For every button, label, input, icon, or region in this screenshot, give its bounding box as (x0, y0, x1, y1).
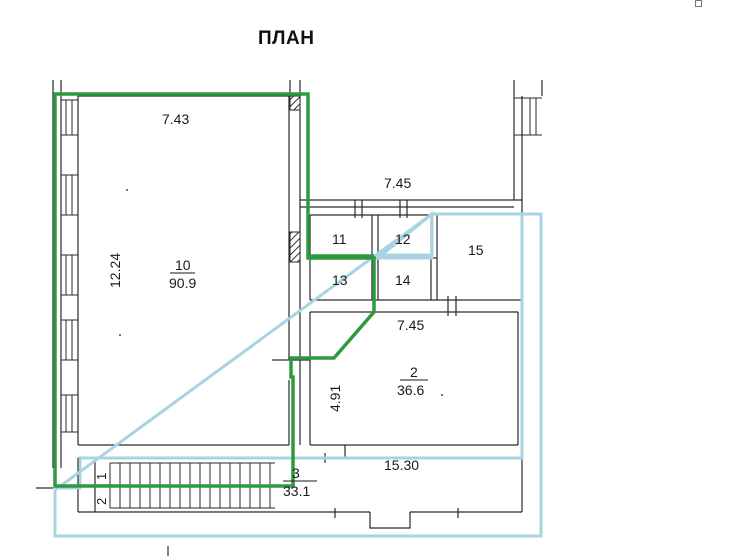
green-outline-area (53, 92, 376, 488)
room-10-area: 90.9 (169, 275, 196, 291)
room-11-label: 11 (332, 231, 347, 247)
door-marks (167, 200, 459, 556)
hatched-column-middle (289, 231, 301, 263)
plan-dot (441, 394, 443, 396)
left-windows (61, 99, 78, 433)
room-2-number: 2 (410, 364, 418, 380)
dimension-left-vertical: 12.24 (107, 253, 123, 288)
dimension-corridor: 15.30 (384, 457, 419, 473)
room-3-area: 33.1 (283, 483, 310, 499)
dimension-top-right: 7.45 (384, 175, 411, 191)
hatched-column-top (289, 95, 301, 111)
room-13-label: 13 (332, 272, 348, 288)
room-12-label: 12 (395, 231, 411, 247)
blue-outline-main (53, 212, 543, 538)
corner-square-mark (695, 0, 702, 7)
room-14-label: 14 (395, 272, 411, 288)
dimension-top-left: 7.43 (162, 111, 189, 127)
room-3-number: 3 (292, 465, 300, 481)
room-1-label: 1 (94, 473, 109, 480)
right-windows (514, 97, 542, 136)
walls (36, 80, 543, 529)
blue-outline-notch (373, 210, 434, 257)
room-10-number: 10 (175, 257, 191, 273)
page-title: ПЛАН (258, 28, 315, 49)
room-15-label: 15 (468, 242, 484, 258)
dimension-middle-right: 7.45 (397, 317, 424, 333)
dimension-room2-vertical: 4.91 (327, 385, 343, 412)
room-2-area: 36.6 (397, 382, 424, 398)
plan-dot (126, 189, 128, 191)
room-2b-label: 2 (94, 498, 109, 505)
plan-dot (119, 334, 121, 336)
